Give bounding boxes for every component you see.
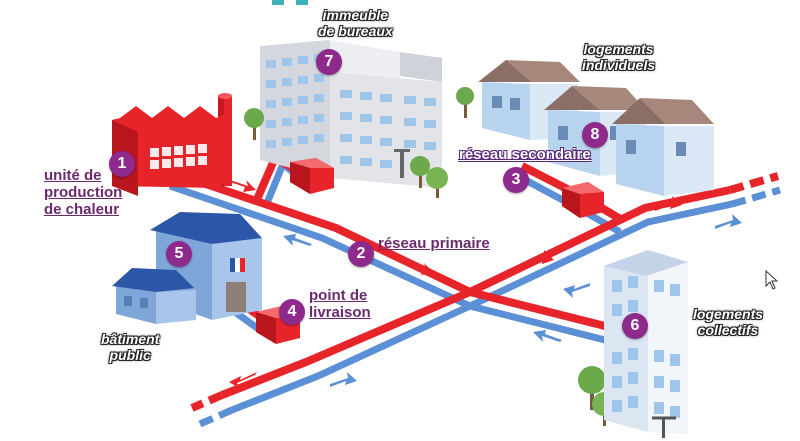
label-office-line2: de bureaux: [318, 23, 393, 39]
heat-production-plant: [112, 93, 232, 196]
label-public-line1: bâtiment: [101, 331, 160, 347]
label-individual-line1: logements: [583, 41, 654, 57]
label-public-building: bâtiment public: [101, 331, 159, 363]
pipes-return-dashed: [198, 186, 781, 428]
label-individual-line2: individuels: [582, 57, 656, 73]
link-heat-production-unit[interactable]: unité de production de chaleur: [44, 167, 122, 218]
heading-remnant: [272, 0, 308, 5]
label-collective-line2: collectifs: [697, 322, 759, 338]
marker-5: 5: [166, 241, 192, 267]
marker-7: 7: [316, 49, 342, 75]
link-production-line2[interactable]: production: [44, 184, 123, 201]
link-production-line1[interactable]: unité de: [44, 167, 102, 184]
pipes-supply-dashed: [190, 172, 780, 412]
link-delivery-point[interactable]: point de livraison: [309, 287, 371, 321]
link-delivery-line1[interactable]: point de: [309, 287, 368, 304]
mouse-cursor-icon: [765, 269, 779, 290]
marker-2: 2: [348, 241, 374, 267]
link-production-line3[interactable]: de chaleur: [44, 201, 120, 218]
label-individual-housing: logements individuels: [582, 41, 655, 73]
marker-6: 6: [622, 313, 648, 339]
substations: [256, 158, 604, 344]
public-building: [112, 212, 262, 324]
link-delivery-line2[interactable]: livraison: [309, 304, 371, 321]
flow-arrows: [227, 180, 742, 388]
link-primary-network[interactable]: réseau primaire: [378, 235, 490, 252]
marker-8: 8: [582, 122, 608, 148]
label-public-line2: public: [109, 347, 151, 363]
link-secondary-network[interactable]: réseau secondaire: [459, 146, 591, 163]
collective-housing: [604, 250, 688, 438]
marker-1: 1: [109, 151, 135, 177]
label-office-line1: immeuble: [322, 7, 389, 23]
label-collective-line1: logements: [693, 306, 764, 322]
marker-4: 4: [279, 299, 305, 325]
label-collective-housing: logements collectifs: [693, 306, 763, 338]
label-office-building: immeuble de bureaux: [318, 7, 393, 39]
marker-3: 3: [503, 167, 529, 193]
